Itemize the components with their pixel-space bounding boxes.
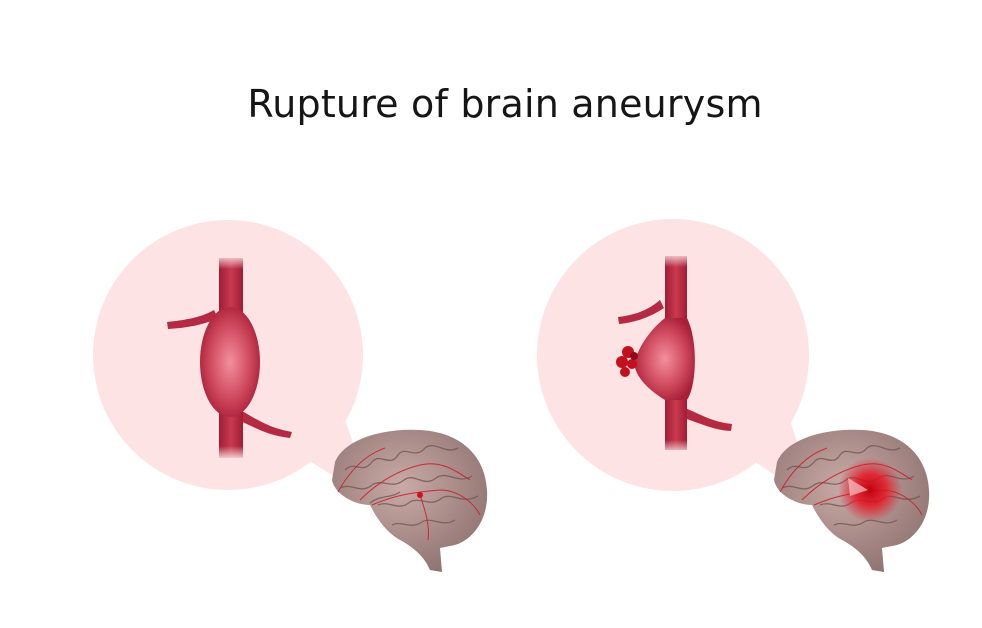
hemorrhage <box>838 458 902 522</box>
panel-ruptured <box>537 219 930 572</box>
aneurysm-sac <box>634 318 695 400</box>
blood-vessel <box>167 255 292 460</box>
rupture-clot <box>616 346 638 377</box>
brain <box>774 429 930 572</box>
page-title: Rupture of brain aneurysm <box>247 82 763 126</box>
aneurysm-marker <box>417 492 423 498</box>
blood-vessel <box>616 253 732 454</box>
brain <box>332 429 488 572</box>
panel-unruptured <box>93 220 488 572</box>
aneurysm-sac <box>200 307 260 417</box>
